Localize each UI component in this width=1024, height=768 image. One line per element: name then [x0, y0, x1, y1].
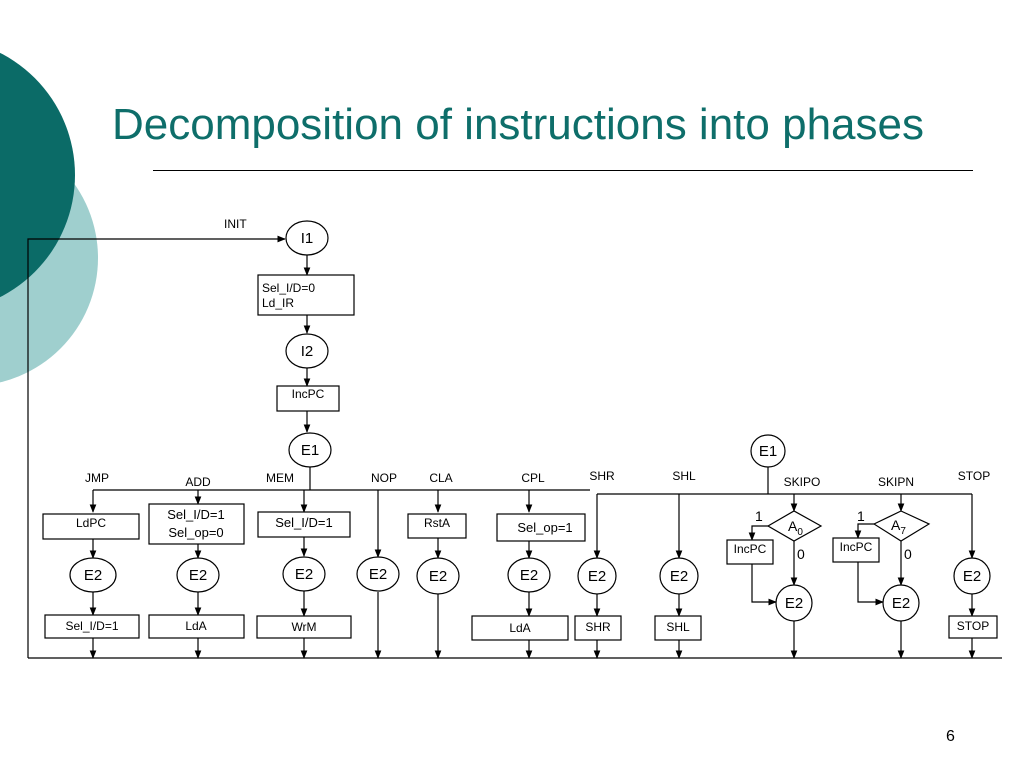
state-i1: I1 [285, 220, 329, 256]
svg-text:A7: A7 [891, 517, 906, 537]
decision-a7-false-label: 0 [904, 546, 912, 562]
state-e1-skip: E1 [750, 434, 786, 468]
box-cpl-sel: Sel_op=1 [496, 513, 586, 542]
state-e2-cla: E2 [416, 557, 460, 595]
svg-text:E1: E1 [759, 443, 777, 460]
svg-text:E1: E1 [301, 442, 319, 459]
svg-text:Sel_op=0: Sel_op=0 [168, 525, 223, 540]
svg-text:RstA: RstA [424, 516, 450, 530]
state-e2-shr: E2 [577, 557, 617, 595]
box-lda-add: LdA [148, 614, 245, 639]
svg-text:E2: E2 [369, 566, 387, 583]
state-e2-skipo: E2 [775, 584, 813, 622]
svg-text:E2: E2 [84, 567, 102, 584]
svg-text:E2: E2 [520, 567, 538, 584]
loop-back-line [27, 235, 286, 658]
decorative-circles [0, 52, 98, 383]
svg-text:Ld_IR: Ld_IR [262, 296, 294, 310]
svg-text:SHL: SHL [666, 620, 690, 634]
state-i2: I2 [285, 333, 329, 369]
instr-label-add: ADD [185, 475, 211, 489]
svg-text:STOP: STOP [957, 619, 989, 633]
svg-text:E2: E2 [892, 595, 910, 612]
decision-a7: A7 1 0 [857, 508, 931, 562]
instr-label-cpl: CPL [521, 471, 545, 485]
state-e1-main: E1 [288, 432, 332, 468]
svg-text:E2: E2 [189, 567, 207, 584]
instr-label-skipn: SKIPN [878, 475, 914, 489]
svg-text:E2: E2 [963, 568, 981, 585]
svg-text:Sel_I/D=1: Sel_I/D=1 [275, 515, 332, 530]
decision-a0-false-label: 0 [797, 546, 805, 562]
svg-text:LdA: LdA [509, 621, 530, 635]
instr-label-jmp: JMP [85, 471, 109, 485]
state-e2-stop: E2 [953, 557, 991, 595]
svg-text:E2: E2 [295, 566, 313, 583]
state-e2-skipn: E2 [882, 584, 920, 622]
box-stop: STOP [948, 615, 998, 639]
box-shl: SHL [654, 615, 702, 641]
svg-text:E2: E2 [670, 568, 688, 585]
svg-text:Sel_I/D=1: Sel_I/D=1 [65, 619, 118, 633]
box-lda-cpl: LdA [471, 615, 569, 641]
box-mem-sel: Sel_I/D=1 [257, 511, 351, 538]
box-jmp-sel: Sel_I/D=1 [44, 614, 140, 639]
instr-label-skipo: SKIPO [784, 475, 821, 489]
svg-text:WrM: WrM [291, 620, 316, 634]
box-incpc-fetch: IncPC [276, 385, 340, 412]
box-ldpc: LdPC [42, 513, 140, 540]
box-add-sel: Sel_I/D=1 Sel_op=0 [148, 503, 245, 545]
svg-text:IncPC: IncPC [292, 387, 325, 401]
svg-text:A0: A0 [788, 518, 803, 538]
state-e2-cpl: E2 [507, 557, 551, 593]
svg-text:IncPC: IncPC [734, 542, 767, 556]
state-e2-nop: E2 [356, 556, 400, 592]
svg-text:E2: E2 [785, 595, 803, 612]
box-wrm: WrM [256, 615, 352, 639]
decision-a0: A0 1 0 [755, 508, 823, 562]
state-e2-add: E2 [176, 557, 220, 593]
svg-text:LdA: LdA [185, 619, 206, 633]
svg-text:E2: E2 [588, 568, 606, 585]
decision-a0-true-label: 1 [755, 508, 763, 524]
box-shr: SHR [574, 615, 622, 641]
connectors [27, 235, 1002, 659]
page-number: 6 [946, 728, 955, 745]
instr-label-shl: SHL [672, 469, 696, 483]
svg-text:Sel_op=1: Sel_op=1 [517, 520, 572, 535]
svg-text:Sel_I/D=0: Sel_I/D=0 [262, 281, 315, 295]
svg-text:I1: I1 [301, 230, 314, 247]
instr-label-mem: MEM [266, 471, 294, 485]
box-incpc-skipn: IncPC [832, 537, 880, 563]
state-e2-jmp: E2 [69, 557, 117, 593]
instr-label-stop: STOP [958, 469, 990, 483]
box-rsta: RstA [407, 513, 467, 539]
svg-text:E2: E2 [429, 568, 447, 585]
svg-text:Sel_I/D=1: Sel_I/D=1 [167, 507, 224, 522]
instr-label-shr: SHR [589, 469, 615, 483]
box-sel-ld-ir: Sel_I/D=0 Ld_IR [257, 274, 355, 316]
svg-text:I2: I2 [301, 343, 314, 360]
svg-text:IncPC: IncPC [840, 540, 873, 554]
instr-label-nop: NOP [371, 471, 397, 485]
svg-text:LdPC: LdPC [76, 516, 106, 530]
state-e2-mem: E2 [282, 556, 326, 592]
decision-a7-true-label: 1 [857, 508, 865, 524]
instr-label-cla: CLA [429, 471, 452, 485]
state-e2-shl: E2 [659, 557, 699, 595]
title-divider [153, 170, 973, 171]
slide-title: Decomposition of instructions into phase… [112, 100, 924, 149]
box-incpc-skipo: IncPC [726, 539, 774, 565]
svg-text:SHR: SHR [585, 620, 611, 634]
dark-teal-circle [0, 52, 75, 298]
init-label: INIT [224, 217, 247, 231]
